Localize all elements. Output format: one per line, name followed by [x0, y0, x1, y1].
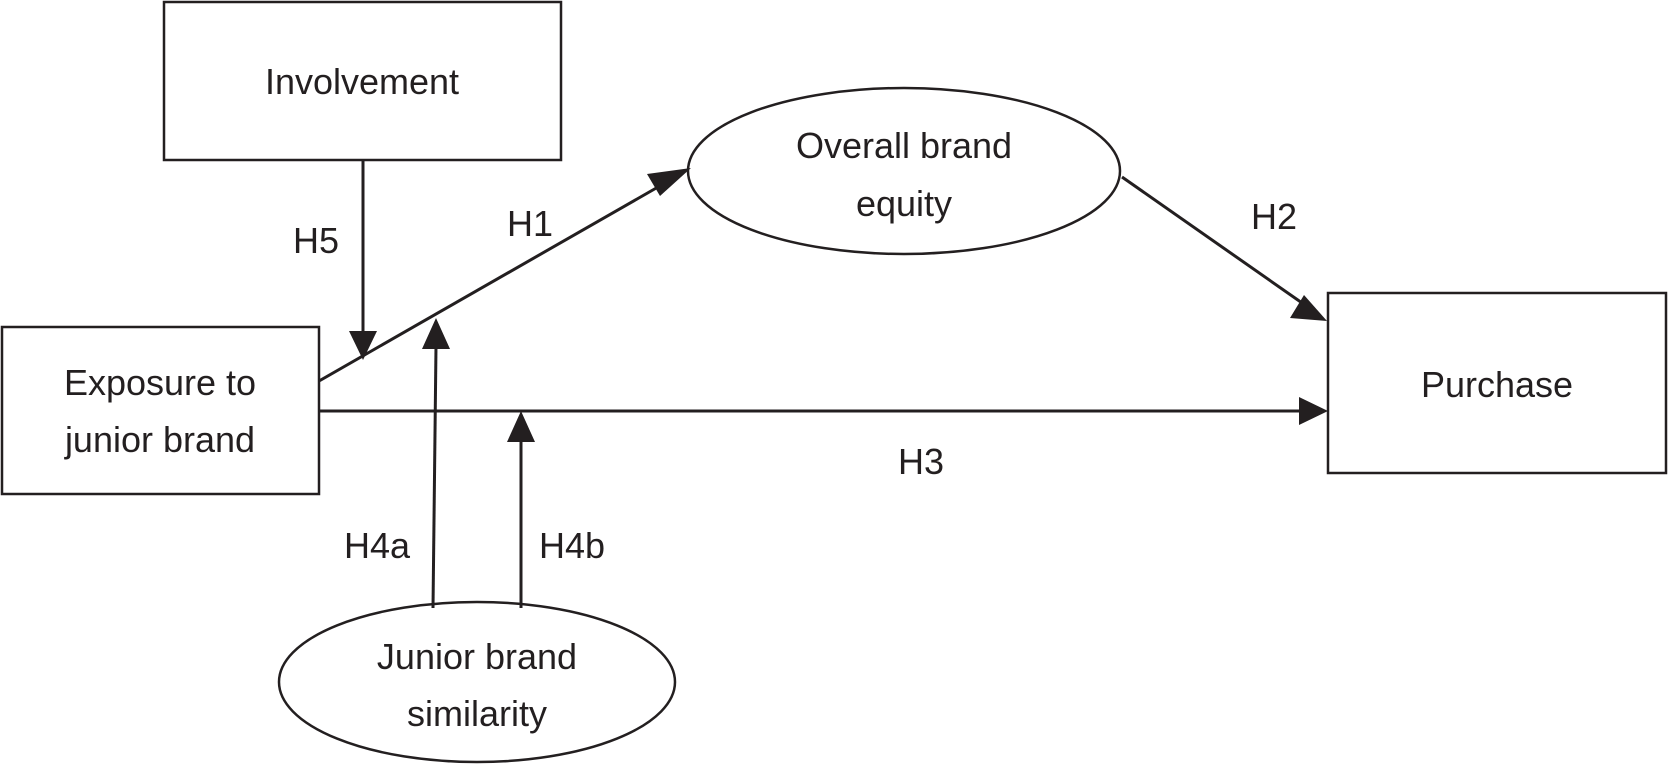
edge-h2: H2	[1121, 175, 1327, 321]
edge-h1: H1	[318, 168, 691, 383]
h3-arrow-head	[1299, 397, 1328, 425]
similarity-label-line1: Junior brand	[377, 636, 577, 677]
brand-equity-label-line1: Overall brand	[796, 125, 1012, 166]
edge-h5: H5	[293, 160, 377, 360]
exposure-box	[0, 325, 321, 496]
h4a-arrow-line	[431, 345, 438, 609]
h1-arrow-head	[647, 168, 691, 196]
edge-h3: H3	[319, 397, 1328, 482]
h1-label: H1	[507, 203, 553, 244]
edge-h4a: H4a	[344, 318, 450, 609]
exposure-label-line2: junior brand	[64, 419, 255, 460]
h2-arrow-line	[1121, 175, 1306, 307]
exposure-label-line1: Exposure to	[64, 362, 256, 403]
similarity-label-line2: similarity	[407, 693, 547, 734]
h4a-label: H4a	[344, 525, 411, 566]
node-exposure-to-junior-brand: Exposure to junior brand	[0, 325, 321, 496]
brand-equity-label-line2: equity	[856, 183, 952, 224]
h4b-arrow-head	[507, 411, 535, 442]
similarity-ellipse	[277, 600, 677, 764]
node-purchase: Purchase	[1326, 291, 1668, 475]
h5-arrow-head	[349, 331, 377, 360]
h4a-arrow-head	[422, 318, 450, 349]
h4b-label: H4b	[539, 525, 605, 566]
node-involvement: Involvement	[162, 0, 563, 162]
involvement-box	[162, 0, 563, 162]
purchase-box	[1326, 291, 1668, 475]
brand-equity-ellipse	[686, 86, 1122, 256]
node-junior-brand-similarity: Junior brand similarity	[277, 600, 677, 764]
h2-arrow-head	[1290, 295, 1327, 321]
edge-h4b: H4b	[507, 411, 605, 608]
purchase-label: Purchase	[1421, 364, 1573, 405]
h1-arrow-line	[318, 181, 666, 383]
involvement-label: Involvement	[265, 61, 459, 102]
h3-label: H3	[898, 441, 944, 482]
h5-label: H5	[293, 220, 339, 261]
node-overall-brand-equity: Overall brand equity	[686, 86, 1122, 256]
h2-label: H2	[1251, 196, 1297, 237]
